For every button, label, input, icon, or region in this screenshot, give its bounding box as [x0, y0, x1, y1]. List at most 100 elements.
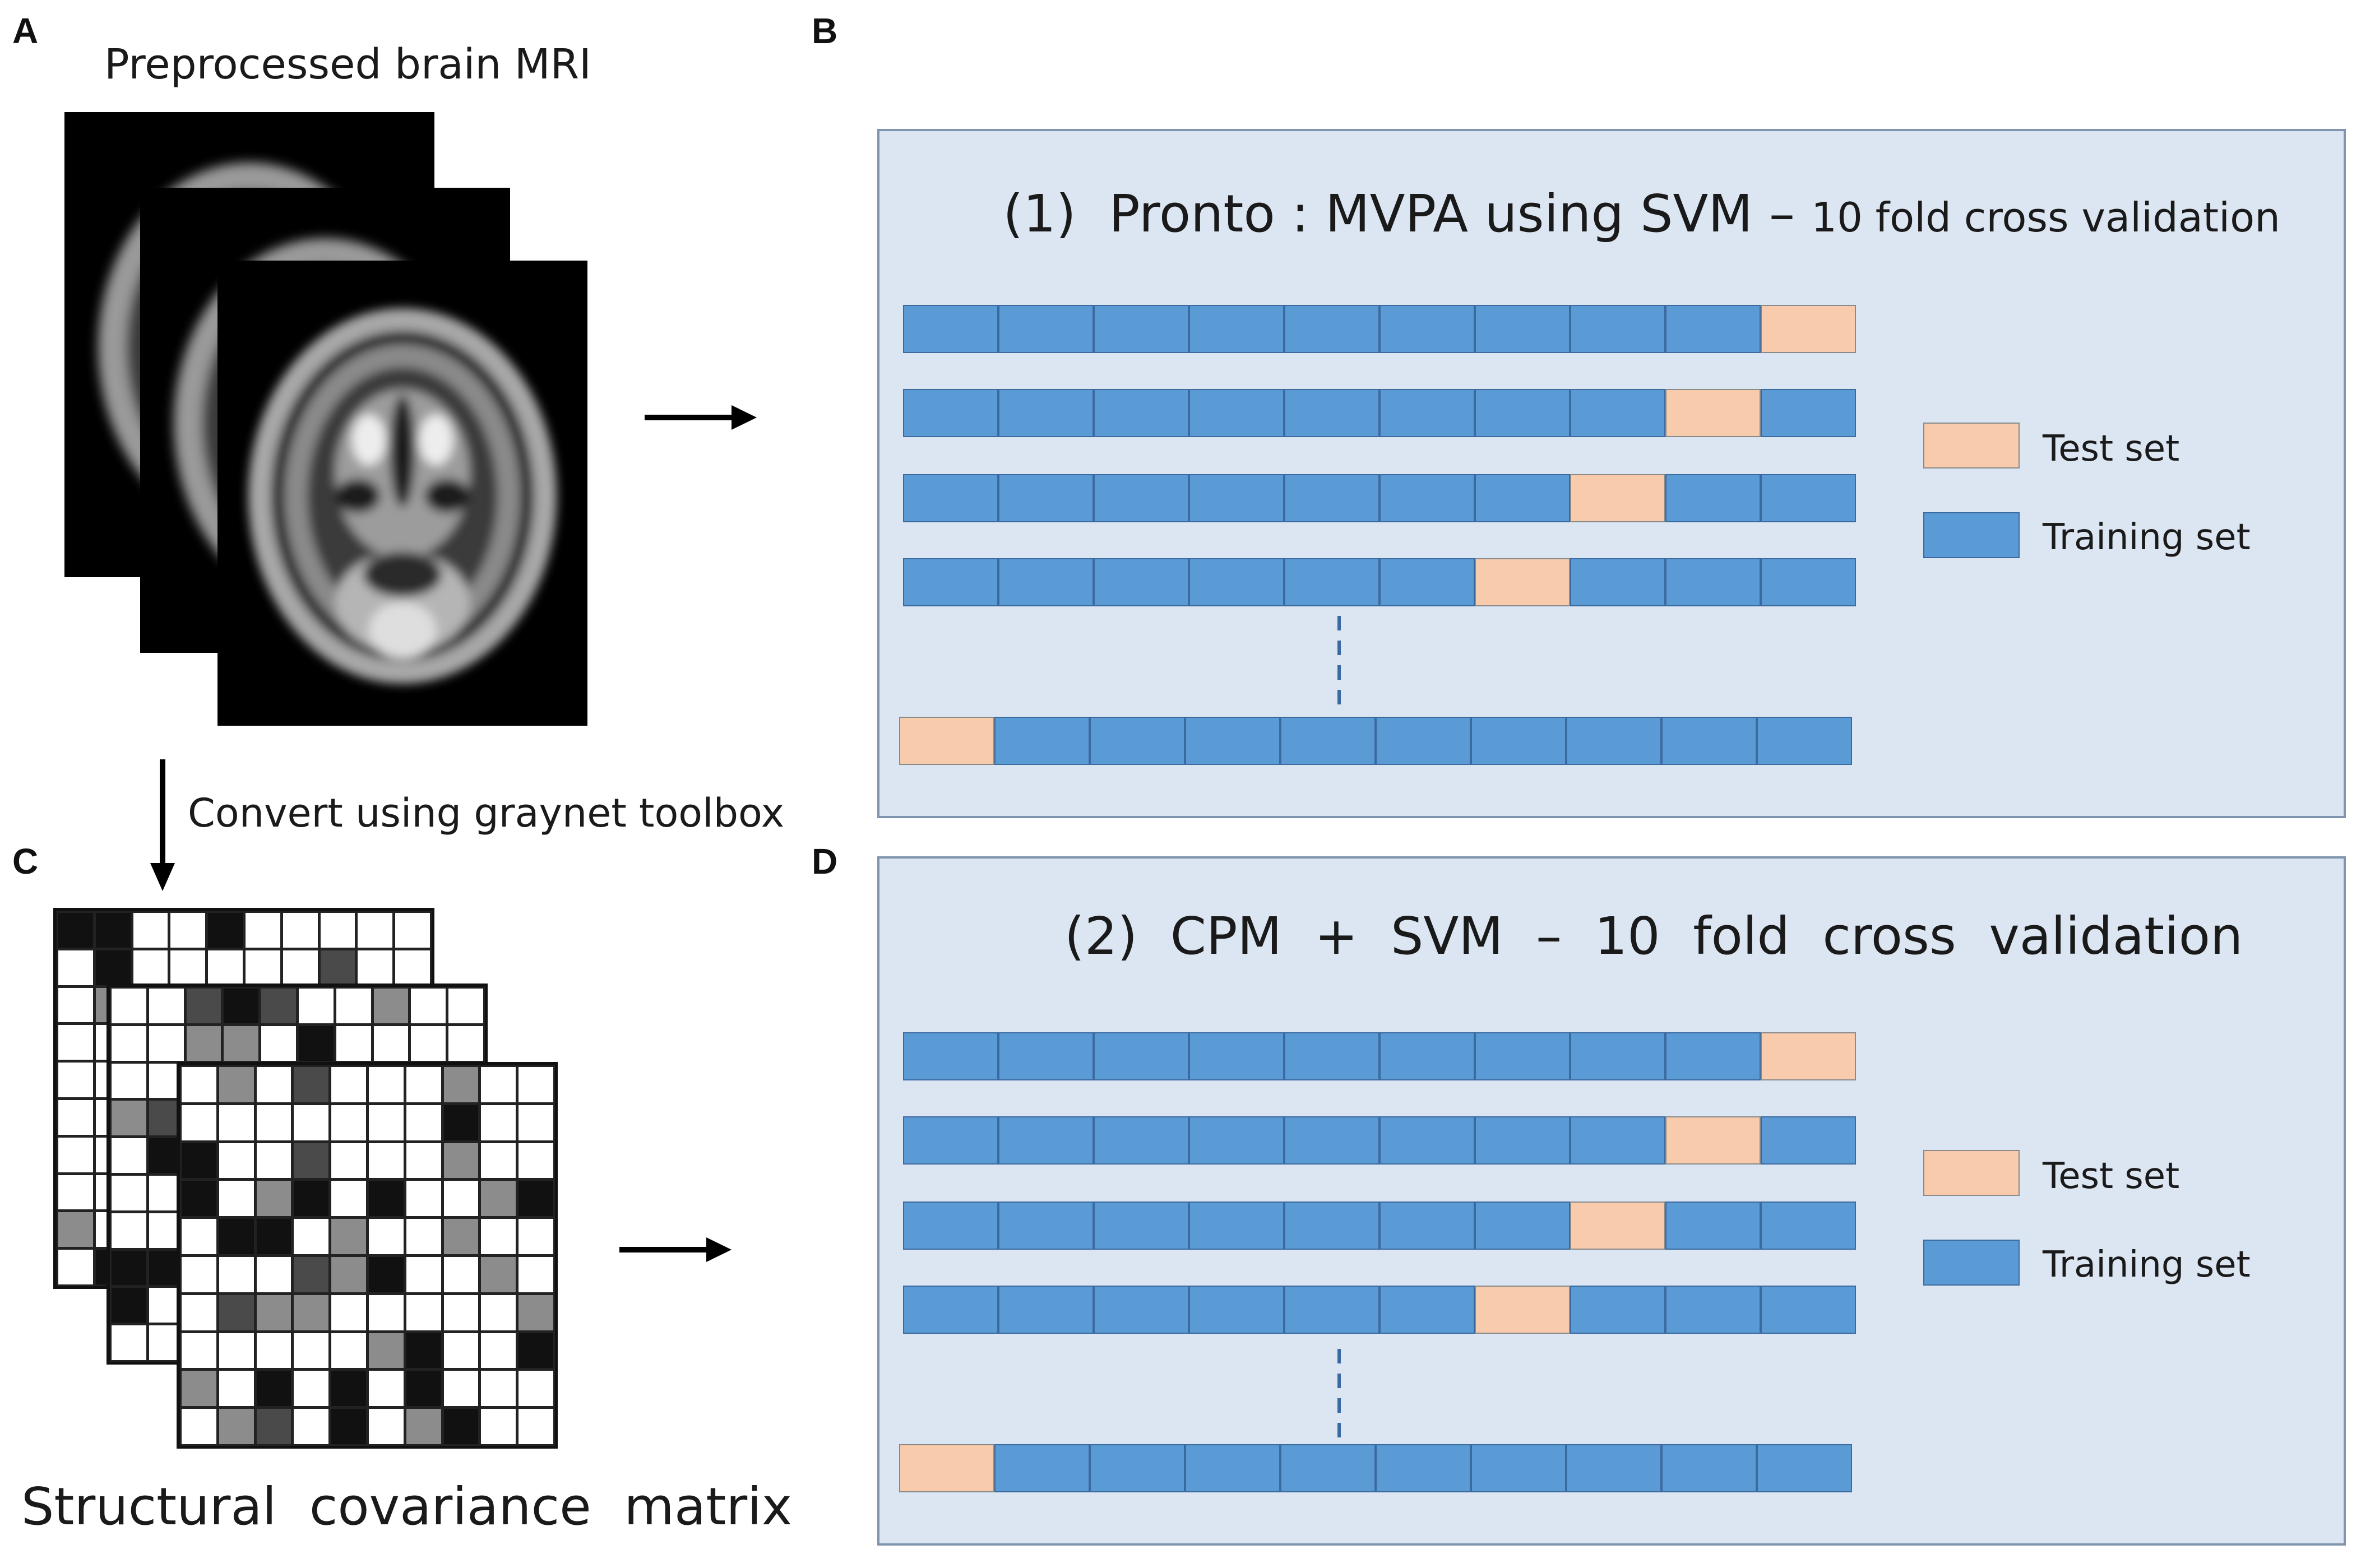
training-segment [1665, 558, 1761, 606]
panel-b-fold-row-8 [903, 474, 1856, 522]
matrix-cell [292, 1369, 331, 1408]
matrix-cell [260, 1024, 298, 1063]
training-segment [1475, 389, 1570, 437]
training-segment [1665, 1201, 1761, 1250]
panel-d-box: (2) CPM + SVM – 10 fold cross validation… [877, 856, 2346, 1546]
training-segment [1570, 1116, 1665, 1165]
matrix-cell [254, 1369, 293, 1408]
matrix-cell [367, 1179, 405, 1218]
matrix-cell [292, 1141, 331, 1180]
panel-b-fold-row-7 [903, 558, 1856, 606]
matrix-cell [479, 1103, 518, 1142]
panel-b-title: (1) Pronto : MVPA using SVM – 10 fold cr… [992, 173, 2280, 254]
training-segment [994, 717, 1090, 765]
training-segment [1475, 1032, 1570, 1080]
matrix-cell [367, 1217, 405, 1256]
matrix-cell [442, 1179, 480, 1218]
matrix-cell [184, 987, 223, 1025]
matrix-cell [217, 1141, 256, 1180]
training-segment [1284, 1032, 1379, 1080]
training-segment [1094, 1032, 1189, 1080]
matrix-cell [110, 1286, 148, 1325]
matrix-cell [442, 1103, 480, 1142]
matrix-cell [394, 911, 432, 949]
training-segment [1284, 1116, 1379, 1165]
matrix-cell [330, 1179, 368, 1218]
training-segment [1570, 1286, 1665, 1334]
mri-title: Preprocessed brain MRI [104, 40, 591, 89]
panel-d-fold-row-1 [899, 1444, 1852, 1492]
panel-d-fold-row-8 [903, 1201, 1856, 1250]
panel-d-fold-row-7 [903, 1286, 1856, 1334]
training-segment [1379, 389, 1475, 437]
matrix-cell [479, 1217, 518, 1256]
matrix-cell [447, 987, 485, 1025]
matrix-cell [442, 1255, 480, 1294]
training-segment [1665, 305, 1761, 353]
matrix-cell [254, 1407, 293, 1446]
training-segment [1189, 1032, 1284, 1080]
matrix-cell [217, 1065, 256, 1104]
training-segment [1665, 1032, 1761, 1080]
training-segment [903, 1201, 998, 1250]
panel-label-a: A [12, 11, 39, 51]
training-segment [1379, 1116, 1475, 1165]
training-segment [1665, 474, 1761, 522]
training-segment [1475, 1201, 1570, 1250]
training-segment [1475, 474, 1570, 522]
matrix-cell [222, 1024, 261, 1063]
training-segment [903, 389, 998, 437]
training-segment [998, 1286, 1094, 1334]
arrow-right-a-to-b [645, 405, 757, 430]
training-segment [1376, 717, 1471, 765]
matrix-cell [367, 1103, 405, 1142]
training-segment [1379, 305, 1475, 353]
matrix-cell [367, 1331, 405, 1370]
matrix-cell [330, 1369, 368, 1408]
matrix-cell [254, 1293, 293, 1332]
training-segment [1189, 558, 1284, 606]
matrix-cell [254, 1255, 293, 1294]
training-segment [1379, 1032, 1475, 1080]
matrix-cell [292, 1255, 331, 1294]
matrix-cell [206, 911, 244, 949]
matrix-cell [217, 1331, 256, 1370]
matrix-cell [318, 911, 357, 949]
matrix-cell [180, 1065, 218, 1104]
matrix-cell [292, 1103, 331, 1142]
matrix-cell [180, 1369, 218, 1408]
training-segment [1570, 558, 1665, 606]
legend-test-label-d: Test set [2043, 1156, 2180, 1197]
training-segment [1189, 305, 1284, 353]
matrix-cell [147, 1024, 186, 1063]
matrix-cell [404, 1065, 443, 1104]
matrix-cell [442, 1217, 480, 1256]
matrix-cell [57, 911, 95, 949]
training-segment [1757, 1444, 1852, 1492]
matrix-cell [479, 1331, 518, 1370]
matrix-cell [442, 1407, 480, 1446]
training-segment [1471, 717, 1566, 765]
training-segment [1661, 717, 1757, 765]
matrix-cell [57, 986, 95, 1024]
matrix-cell [330, 1255, 368, 1294]
matrix-cell [367, 1293, 405, 1332]
training-segment [1185, 1444, 1280, 1492]
convert-label: Convert using graynet toolbox [188, 790, 785, 836]
matrix-cell [404, 1103, 443, 1142]
training-segment [1761, 389, 1856, 437]
training-segment [998, 1116, 1094, 1165]
training-segment [1566, 717, 1661, 765]
training-segment [1379, 474, 1475, 522]
matrix-cell [180, 1141, 218, 1180]
mri-slice-front [217, 261, 587, 726]
panel-label-d: D [812, 841, 838, 882]
matrix-cell [330, 1217, 368, 1256]
matrix-cell [180, 1103, 218, 1142]
matrix-cell [110, 1024, 148, 1063]
matrix-cell [217, 1407, 256, 1446]
training-segment [1570, 1032, 1665, 1080]
panel-d-fold-row-9 [903, 1116, 1856, 1165]
covariance-matrix-front [177, 1062, 558, 1449]
matrix-cell [442, 1065, 480, 1104]
